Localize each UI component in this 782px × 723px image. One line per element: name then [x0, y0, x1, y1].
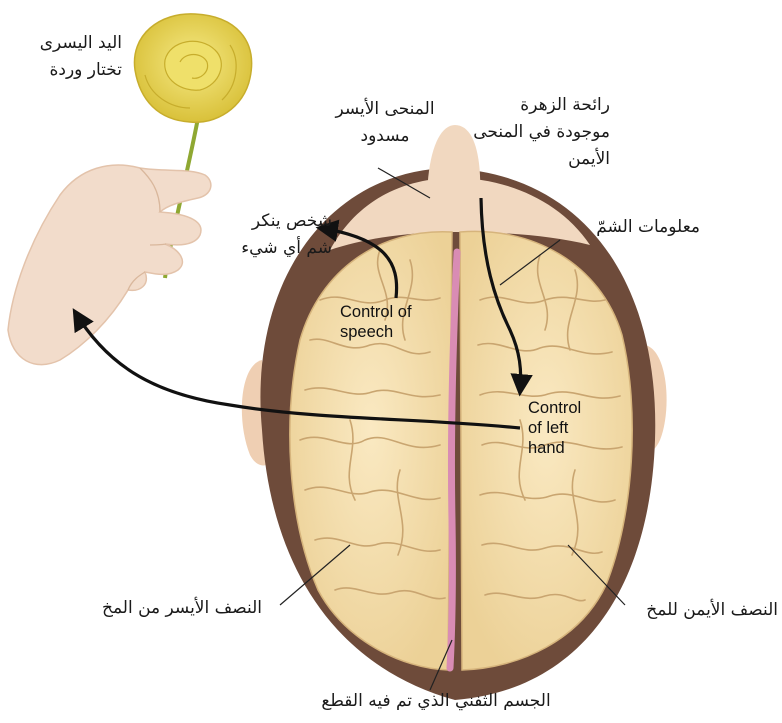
label-control-of-left-hand-line3: hand: [528, 438, 581, 458]
label-left-nostril-line1: المنحى الأيسر: [330, 96, 440, 123]
label-denies-smell-line1: شخص ينكر: [241, 208, 332, 235]
label-left-hand-line2: تختار وردة: [40, 57, 122, 84]
label-left-nostril-line2: مسدود: [330, 123, 440, 150]
label-control-of-speech-line1: Control of: [340, 302, 412, 322]
label-rose-scent: رائحة الزهرة موجودة في المنحى الأيمن: [473, 92, 610, 173]
label-left-hemisphere: النصف الأيسر من المخ: [102, 595, 262, 622]
label-corpus-callosum: الجسم الثفني الذي تم فيه القطع: [286, 688, 586, 715]
label-control-of-left-hand: Control of left hand: [528, 398, 581, 458]
label-control-of-left-hand-line1: Control: [528, 398, 581, 418]
label-rose-scent-line1: رائحة الزهرة: [473, 92, 610, 119]
label-left-hand-line1: اليد اليسرى: [40, 30, 122, 57]
label-control-of-speech-line2: speech: [340, 322, 412, 342]
rose-flower: [134, 14, 251, 122]
label-smell-information: معلومات الشمّ: [596, 214, 700, 241]
label-rose-scent-line2: موجودة في المنحى: [473, 119, 610, 146]
label-left-nostril: المنحى الأيسر مسدود: [330, 96, 440, 150]
label-left-hand-rose: اليد اليسرى تختار وردة: [40, 30, 122, 84]
label-right-hemisphere: النصف الأيمن للمخ: [646, 597, 778, 624]
label-control-of-left-hand-line2: of left: [528, 418, 581, 438]
hand: [8, 165, 211, 365]
label-denies-smell: شخص ينكر شم أي شيء: [241, 208, 332, 262]
label-denies-smell-line2: شم أي شيء: [241, 235, 332, 262]
label-rose-scent-line3: الأيمن: [473, 146, 610, 173]
label-control-of-speech: Control of speech: [340, 302, 412, 342]
